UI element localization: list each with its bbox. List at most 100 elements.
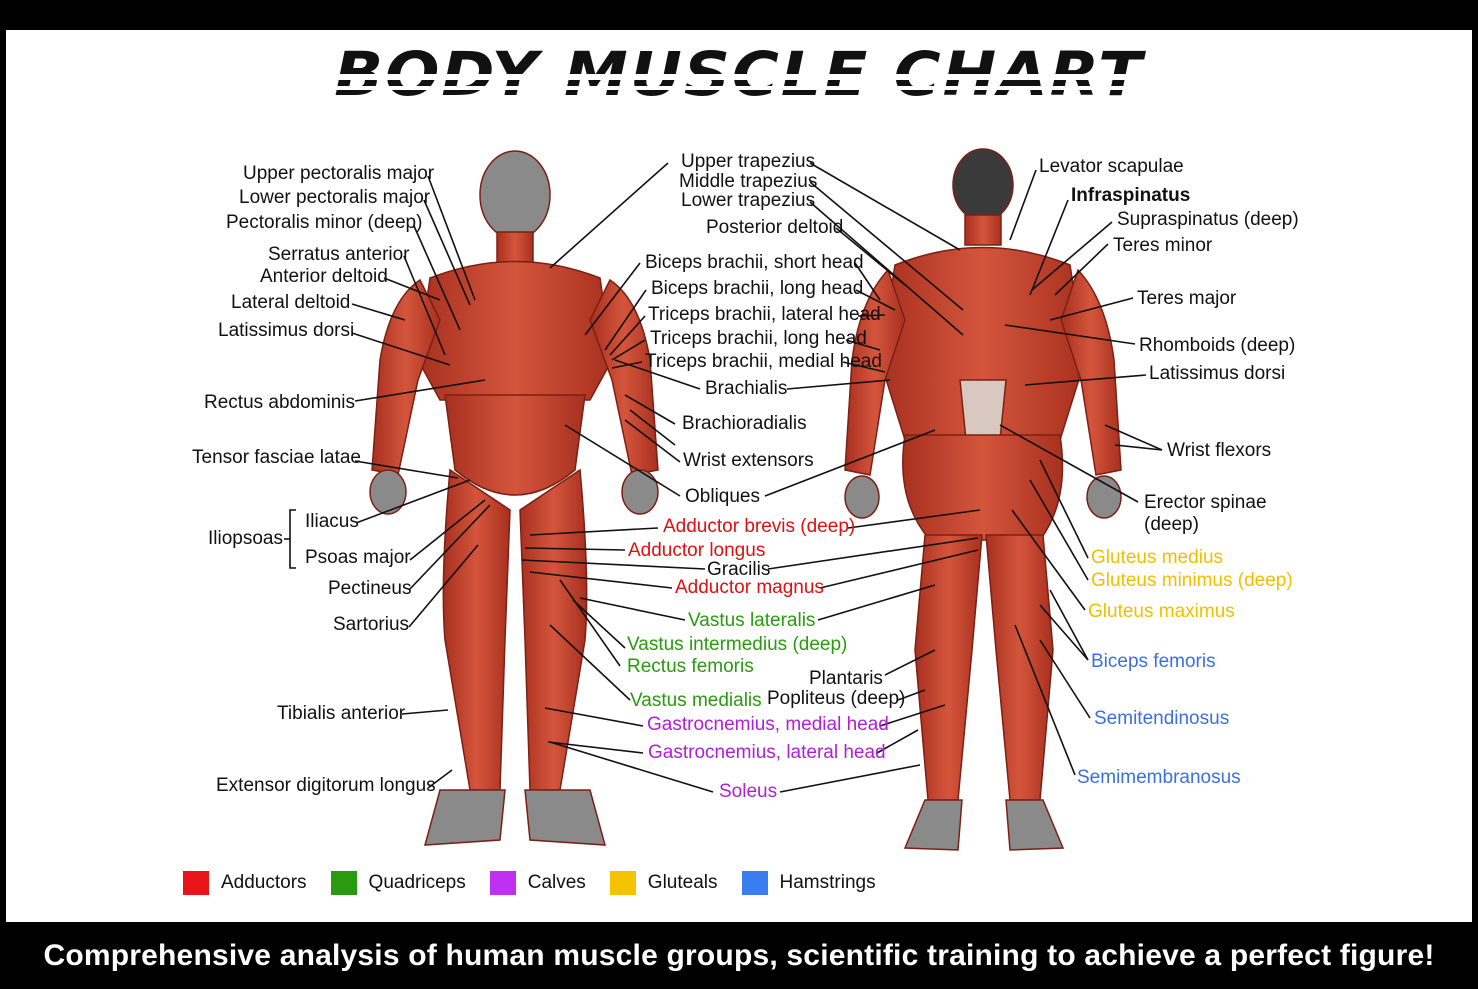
back-right-leg: [914, 534, 983, 801]
label-rhomboids: Rhomboids (deep): [1139, 335, 1296, 356]
label-brachioradialis: Brachioradialis: [682, 413, 807, 434]
label-soleus: Soleus: [719, 781, 778, 802]
front-head: [479, 150, 551, 240]
back-right-hand: [844, 475, 880, 519]
label-lower-trapezius: Lower trapezius: [681, 190, 816, 211]
legend-swatch-adductors: [183, 871, 209, 895]
label-upper-trapezius: Upper trapezius: [681, 151, 816, 172]
label-adductor-brevis: Adductor brevis (deep): [663, 516, 856, 537]
label-lower-pectoralis-major: Lower pectoralis major: [239, 187, 431, 208]
legend-item-adductors: Adductors: [183, 871, 307, 895]
label-adductor-magnus: Adductor magnus: [675, 577, 824, 598]
label-tensor-fasciae-latae: Tensor fasciae latae: [192, 447, 361, 468]
label-gluteus-minimus: Gluteus minimus (deep): [1091, 570, 1293, 591]
legend-item-hamstrings: Hamstrings: [741, 871, 876, 895]
label-triceps-lateral-head: Triceps brachii, lateral head: [648, 304, 881, 325]
label-levator-scapulae: Levator scapulae: [1039, 156, 1184, 177]
label-anterior-deltoid: Anterior deltoid: [260, 266, 388, 287]
front-right-hand: [369, 469, 407, 515]
back-neck: [964, 214, 1002, 246]
label-gluteus-maximus: Gluteus maximus: [1088, 601, 1235, 622]
label-adductor-longus: Adductor longus: [628, 540, 766, 561]
legend-swatch-calves: [489, 871, 516, 895]
back-head: [952, 148, 1014, 222]
label-erector-spinae-deep: (deep): [1144, 514, 1199, 535]
label-triceps-long-head: Triceps brachii, long head: [650, 328, 867, 349]
label-plantaris: Plantaris: [809, 668, 883, 689]
back-right-arm: [844, 268, 906, 476]
label-vastus-intermedius: Vastus intermedius (deep): [627, 634, 848, 655]
front-left-foot: [524, 789, 607, 846]
label-serratus-anterior: Serratus anterior: [268, 244, 410, 265]
label-lateral-deltoid: Lateral deltoid: [231, 292, 351, 313]
legend-label-calves: Calves: [527, 872, 586, 893]
back-gluteals: [902, 434, 1064, 541]
label-extensor-digitorum-longus: Extensor digitorum longus: [216, 775, 436, 796]
front-figure: [369, 150, 659, 846]
label-biceps-long-head: Biceps brachii, long head: [651, 278, 864, 299]
back-right-foot: [903, 799, 963, 851]
label-gastrocnemius-medial: Gastrocnemius, medial head: [647, 714, 889, 735]
leader-lines: [284, 162, 1163, 793]
label-tibialis-anterior: Tibialis anterior: [277, 703, 406, 724]
front-abdomen: [444, 394, 586, 496]
label-iliacus: Iliacus: [305, 511, 359, 532]
label-triceps-medial-head: Triceps brachii, medial head: [645, 351, 882, 372]
tagline: Comprehensive analysis of human muscle g…: [43, 938, 1435, 972]
legend-item-gluteals: Gluteals: [609, 871, 718, 895]
label-biceps-short-head: Biceps brachii, short head: [645, 252, 864, 273]
label-wrist-flexors: Wrist flexors: [1167, 440, 1272, 461]
label-supraspinatus: Supraspinatus (deep): [1117, 209, 1299, 230]
back-lower-spine: [959, 379, 1007, 441]
label-popliteus: Popliteus (deep): [767, 688, 906, 709]
label-biceps-femoris: Biceps femoris: [1091, 651, 1216, 672]
label-brachialis: Brachialis: [705, 378, 788, 399]
legend-label-adductors: Adductors: [221, 872, 307, 893]
label-sartorius: Sartorius: [333, 614, 410, 635]
bottom-band: Comprehensive analysis of human muscle g…: [0, 922, 1478, 989]
label-infraspinatus: Infraspinatus: [1071, 185, 1191, 206]
back-figure: [844, 148, 1122, 851]
legend: Adductors Quadriceps Calves Gluteals Ham…: [183, 870, 900, 896]
label-gracilis: Gracilis: [707, 559, 771, 580]
label-obliques: Obliques: [685, 486, 760, 507]
label-erector-spinae: Erector spinae: [1144, 492, 1267, 513]
label-psoas-major: Psoas major: [305, 547, 411, 568]
label-iliopsoas: Iliopsoas: [208, 528, 283, 549]
label-posterior-deltoid: Posterior deltoid: [706, 217, 844, 238]
label-semitendinosus: Semitendinosus: [1094, 708, 1230, 729]
legend-label-hamstrings: Hamstrings: [779, 872, 876, 893]
label-rectus-abdominis: Rectus abdominis: [204, 392, 356, 413]
label-rectus-femoris: Rectus femoris: [627, 656, 754, 677]
legend-swatch-gluteals: [609, 871, 636, 895]
legend-label-gluteals: Gluteals: [647, 872, 718, 893]
top-band: [0, 0, 1478, 30]
back-left-foot: [1005, 799, 1065, 851]
label-gluteus-medius: Gluteus medius: [1091, 547, 1224, 568]
label-teres-minor: Teres minor: [1113, 235, 1213, 256]
back-left-leg: [985, 534, 1054, 801]
legend-swatch-quadriceps: [330, 871, 357, 895]
back-left-hand: [1086, 475, 1122, 519]
front-chest: [417, 260, 613, 401]
back-left-arm: [1060, 268, 1122, 476]
label-upper-pectoralis-major: Upper pectoralis major: [243, 163, 435, 184]
label-middle-trapezius: Middle trapezius: [679, 171, 818, 192]
label-gastrocnemius-lateral: Gastrocnemius, lateral head: [648, 742, 886, 763]
label-teres-major: Teres major: [1137, 288, 1237, 309]
legend-item-calves: Calves: [489, 871, 586, 895]
title-stripe-2: [322, 86, 1144, 90]
label-vastus-medialis: Vastus medialis: [630, 690, 762, 711]
label-vastus-lateralis: Vastus lateralis: [688, 610, 816, 631]
legend-swatch-hamstrings: [741, 871, 768, 895]
title-stripe: [322, 74, 1144, 80]
legend-item-quadriceps: Quadriceps: [330, 871, 466, 895]
label-semimembranosus: Semimembranosus: [1077, 767, 1241, 788]
label-pectineus: Pectineus: [328, 578, 412, 599]
back-torso: [879, 246, 1086, 441]
label-wrist-extensors: Wrist extensors: [683, 450, 814, 471]
front-right-foot: [423, 789, 506, 846]
front-left-hand: [621, 469, 659, 515]
